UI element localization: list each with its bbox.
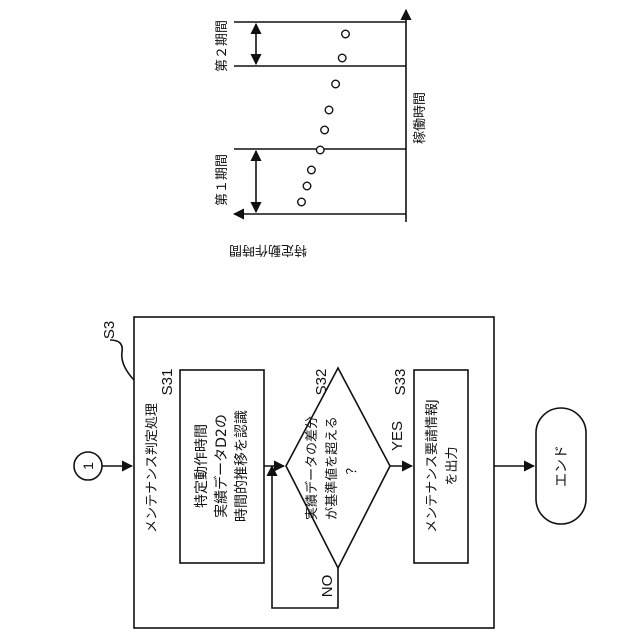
no-label: NO [319,575,336,598]
s32-text-line3: ？ [345,461,360,474]
period1-label: 第１期間 [215,154,230,206]
data-point-1 [298,198,306,206]
data-point-5 [321,126,329,134]
data-point-8 [338,54,346,62]
s31-text-line2: 実績データD2の [213,414,230,518]
end-label: エンド [554,445,570,487]
data-point-9 [342,30,350,38]
data-point-7 [332,80,340,88]
data-point-6 [325,106,333,114]
s32-text-line2: が基準値を超える [324,416,340,520]
s3-ref: S3 [101,321,118,339]
maintenance-flowchart: 1 S3 メンテナンス判定処理 S31 特定動作時間 実績データD2の 時間的推… [74,317,586,628]
data-point-2 [303,182,311,190]
s3-leader-line [110,340,134,380]
process-title: メンテナンス判定処理 [145,403,160,533]
operation-time-chart: 第２期間 第１期間 稼働時間 特定動作時間 [215,10,428,257]
s31-ref: S31 [159,369,176,396]
data-points [298,30,350,206]
data-point-4 [316,146,324,154]
y-axis-label: 特定動作時間 [229,242,307,257]
s31-text-line1: 特定動作時間 [194,424,210,508]
yes-label: YES [389,421,406,451]
s33-ref: S33 [392,369,409,396]
connector-label: 1 [80,462,96,470]
data-point-3 [308,166,316,174]
s32-text-line1: 実績データの差分 [304,416,320,520]
s33-text-line1: メンテナンス要請情報J [425,399,440,533]
period2-label: 第２期間 [215,20,230,72]
s31-text-line3: 時間的推移を認識 [234,410,250,522]
s33-text-line2: を出力 [445,446,460,485]
x-axis-label: 稼働時間 [413,92,428,144]
